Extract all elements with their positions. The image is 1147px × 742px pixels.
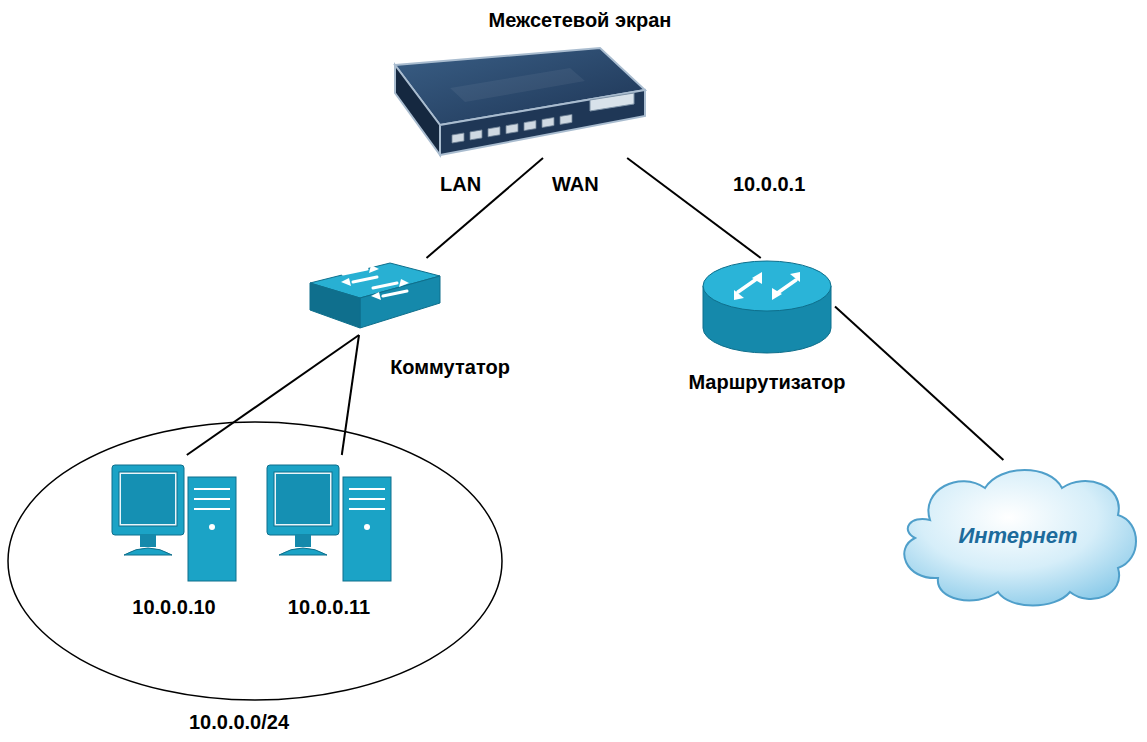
ip-label: 10.0.0.10 (132, 595, 215, 619)
device-label: Межсетевой экран (489, 8, 672, 32)
pc-icon (265, 455, 393, 585)
network-link (187, 335, 359, 455)
device-label: Коммутатор (390, 355, 510, 379)
ip-label: 10.0.0.11 (288, 595, 370, 619)
router-device: Маршрутизатор (700, 258, 835, 355)
ellipse-icon (6, 420, 504, 702)
network-link (835, 307, 1003, 461)
router-icon (700, 258, 835, 355)
switch-icon (305, 258, 440, 335)
ip-label: 10.0.0.1 (733, 172, 805, 196)
network-link (342, 335, 359, 455)
subnet-ellipse: 10.0.0.0/2410.0.0.1010.0.0.11 (6, 420, 504, 702)
device-label: Маршрутизатор (688, 370, 845, 394)
port-label: LAN (440, 172, 481, 196)
cloud-label: Интернет (958, 523, 1077, 549)
firewall-icon (390, 48, 645, 158)
pc-icon (110, 455, 238, 585)
computer: 10.0.0.11 (265, 455, 393, 585)
network-link (427, 158, 544, 258)
switch-device: Коммутатор (305, 258, 440, 335)
ip-label: 10.0.0.0/24 (189, 710, 289, 734)
firewall-device: Межсетевой экран (390, 48, 645, 158)
internet-cloud: Интернет (890, 460, 1142, 608)
port-label: WAN (552, 172, 599, 196)
computer: 10.0.0.10 (110, 455, 238, 585)
